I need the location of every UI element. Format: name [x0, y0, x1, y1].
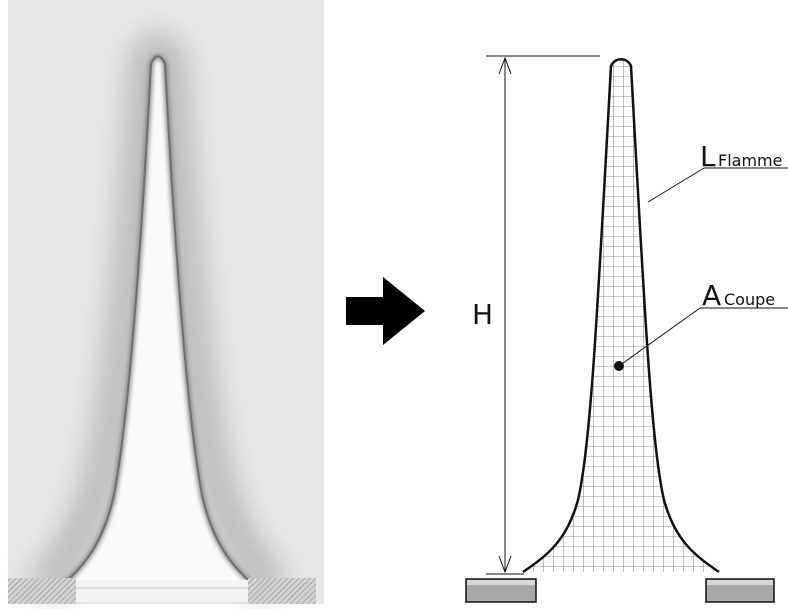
burner-wall-right-hatched [248, 578, 316, 604]
burner-block-right-highlight [707, 580, 773, 585]
flame-schematic: H L Flamme A Coupe [465, 55, 788, 603]
cut-area-label: A [702, 279, 721, 312]
flame-simulation-image [0, 0, 330, 609]
cut-area-leader [618, 307, 701, 367]
flame-length-leader [647, 167, 705, 203]
height-label: H [472, 298, 493, 331]
height-arrow-top [498, 56, 512, 75]
right-arrow-icon [346, 277, 425, 345]
outlet-band [76, 580, 248, 602]
flame-glow [25, 31, 291, 605]
flame-length-label: L [700, 140, 716, 173]
height-arrow-bottom [498, 555, 512, 574]
flame-length-subscript: Flamme [718, 151, 782, 170]
flame-core [62, 56, 254, 585]
flame-outline [522, 58, 720, 574]
cut-area-subscript: Coupe [724, 290, 775, 309]
burner-block-left-highlight [467, 580, 535, 585]
burner-wall-left-hatched [8, 578, 76, 604]
flame-front-core [61, 55, 255, 586]
